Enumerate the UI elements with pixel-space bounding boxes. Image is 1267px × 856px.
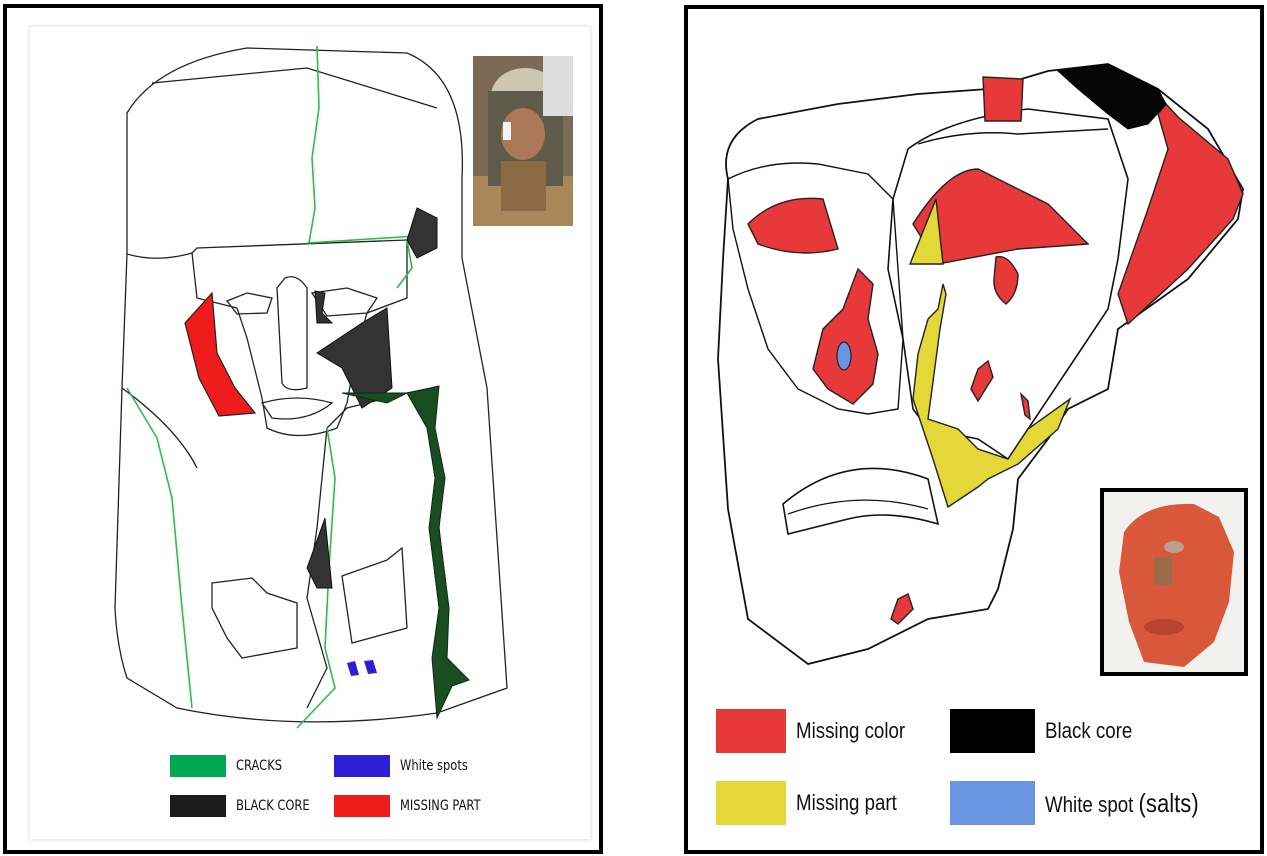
left-eye-outline bbox=[227, 293, 272, 314]
legend-swatch-missing-part bbox=[716, 781, 786, 825]
left-hand-outline bbox=[212, 578, 297, 658]
mouth-outline bbox=[262, 398, 332, 419]
legend-black-core: Black core bbox=[950, 709, 1148, 753]
legend-black-core: BLACK CORE bbox=[170, 795, 326, 817]
legend-white-spots: White spots bbox=[334, 755, 483, 777]
legend-label-white-spot-text: White spot bbox=[1045, 792, 1133, 817]
right-hand-outline bbox=[342, 548, 407, 643]
legend-label-black-core: Black core bbox=[1045, 718, 1132, 744]
missing-part-area bbox=[185, 293, 255, 416]
legend-label-black-core: BLACK CORE bbox=[236, 798, 310, 814]
legend-swatch-black-core bbox=[950, 709, 1035, 753]
legend-white-spot: White spot (salts) bbox=[950, 781, 1226, 825]
legend-swatch-cracks bbox=[170, 755, 226, 777]
nose-outline bbox=[277, 277, 307, 390]
statue-damage-map-panel: CRACKS White spots BLACK CORE MISSING PA… bbox=[3, 4, 603, 854]
legend-swatch-white-spot bbox=[950, 781, 1035, 825]
legend-label-white-spots: White spots bbox=[400, 758, 468, 774]
legend-missing-color: Missing color bbox=[716, 709, 924, 753]
legend-label-missing-part: Missing part bbox=[796, 790, 897, 816]
legend-cracks: CRACKS bbox=[170, 755, 292, 777]
legend-label-white-spot: White spot (salts) bbox=[1045, 788, 1199, 819]
legend-missing-part: Missing part bbox=[716, 781, 915, 825]
legend-label-missing-part: MISSING PART bbox=[400, 798, 481, 814]
legend-swatch-missing-color bbox=[716, 709, 786, 753]
legend-swatch-missing-part bbox=[334, 795, 390, 817]
statue-photo bbox=[473, 56, 573, 226]
legend-label-white-spot-suffix: (salts) bbox=[1139, 788, 1199, 818]
mask-damage-map-panel: Missing color Black core Missing part Wh… bbox=[684, 5, 1264, 854]
white-spot-area bbox=[837, 342, 851, 370]
legend-missing-part: MISSING PART bbox=[334, 795, 498, 817]
mask-photo bbox=[1100, 488, 1248, 676]
white-spots-marks bbox=[347, 660, 377, 676]
crack-fill-areas bbox=[342, 386, 469, 718]
legend-label-cracks: CRACKS bbox=[236, 758, 282, 774]
legend-label-missing-color: Missing color bbox=[796, 718, 905, 744]
body-outline bbox=[115, 254, 507, 722]
legend-swatch-black-core bbox=[170, 795, 226, 817]
legend-swatch-white-spots bbox=[334, 755, 390, 777]
